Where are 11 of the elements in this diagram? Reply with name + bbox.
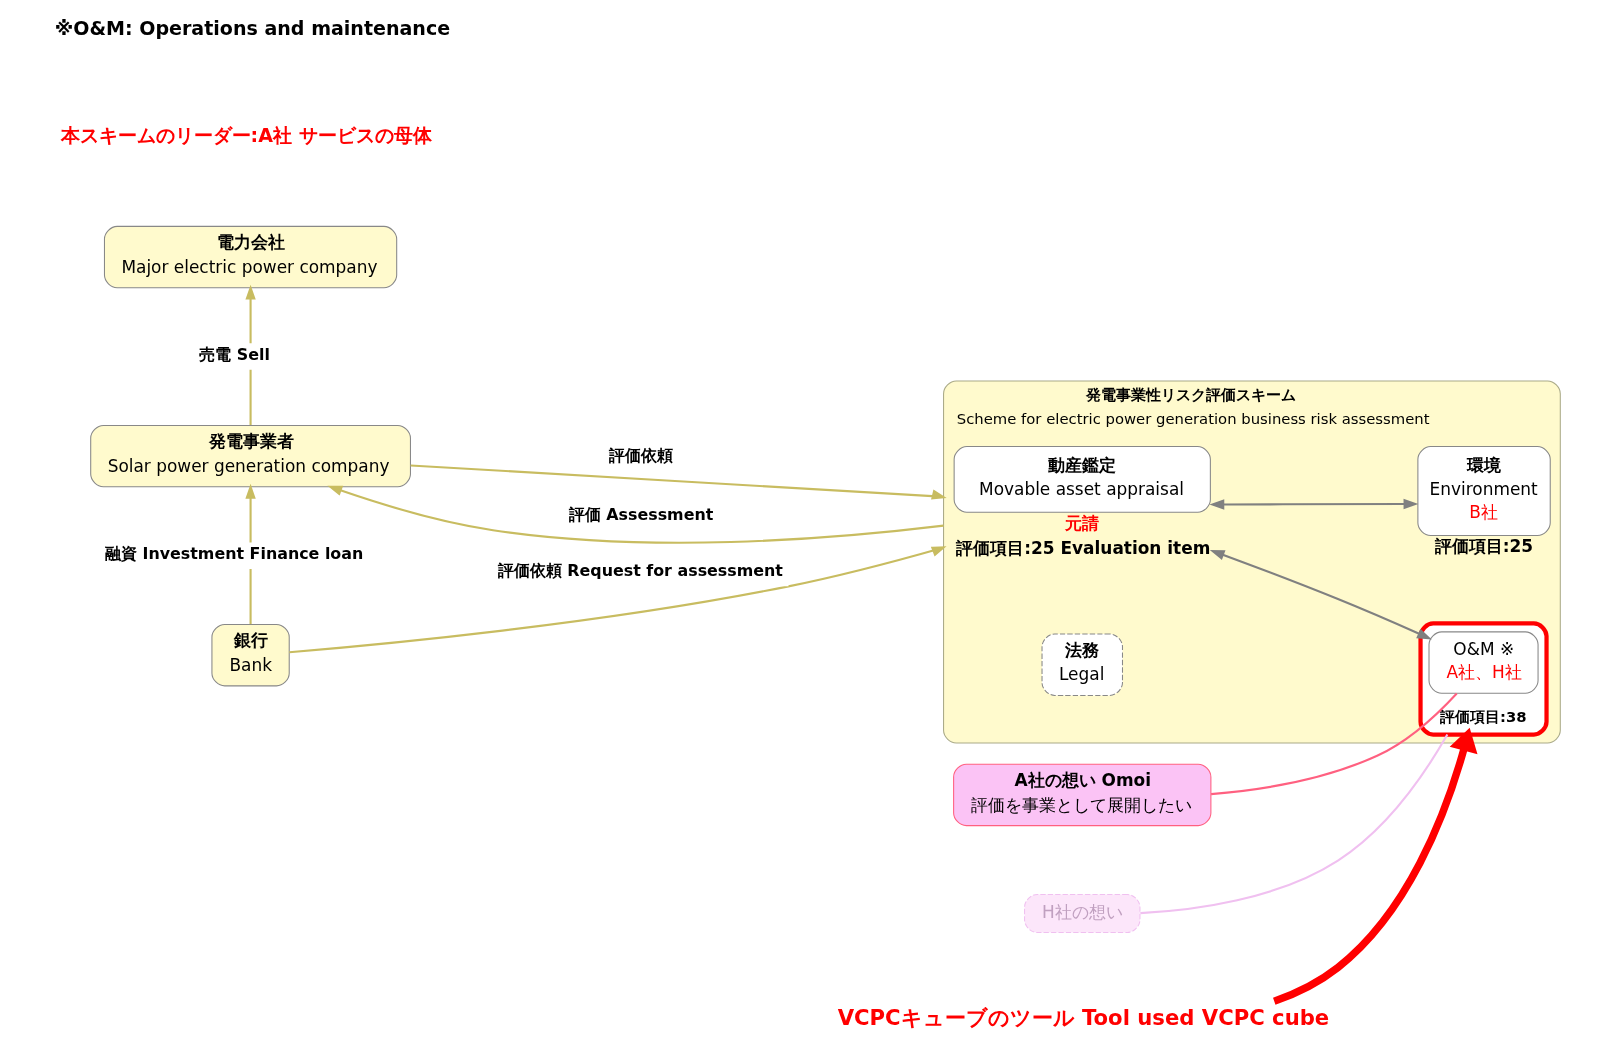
edge-label: 評価依頼 xyxy=(608,445,673,465)
node-label: 評価項目:25 Evaluation item xyxy=(955,538,1210,559)
node-label: 元請 xyxy=(1064,512,1099,533)
edge-label: 売電 Sell xyxy=(198,344,270,364)
node-label: 評価項目:25 xyxy=(1434,536,1533,557)
node-text: VCPCキューブのツール Tool used VCPC cube xyxy=(837,1004,1329,1030)
label: ※O&M: Operations and maintenance xyxy=(54,17,450,40)
edge-label: 評価依頼 Request for assessment xyxy=(497,561,783,581)
label: 本スキームのリーダー:A社 サービスの母体 xyxy=(60,124,432,147)
edge-label: 融資 Investment Finance loan xyxy=(104,543,363,563)
edge-label: 評価 Assessment xyxy=(568,505,713,525)
